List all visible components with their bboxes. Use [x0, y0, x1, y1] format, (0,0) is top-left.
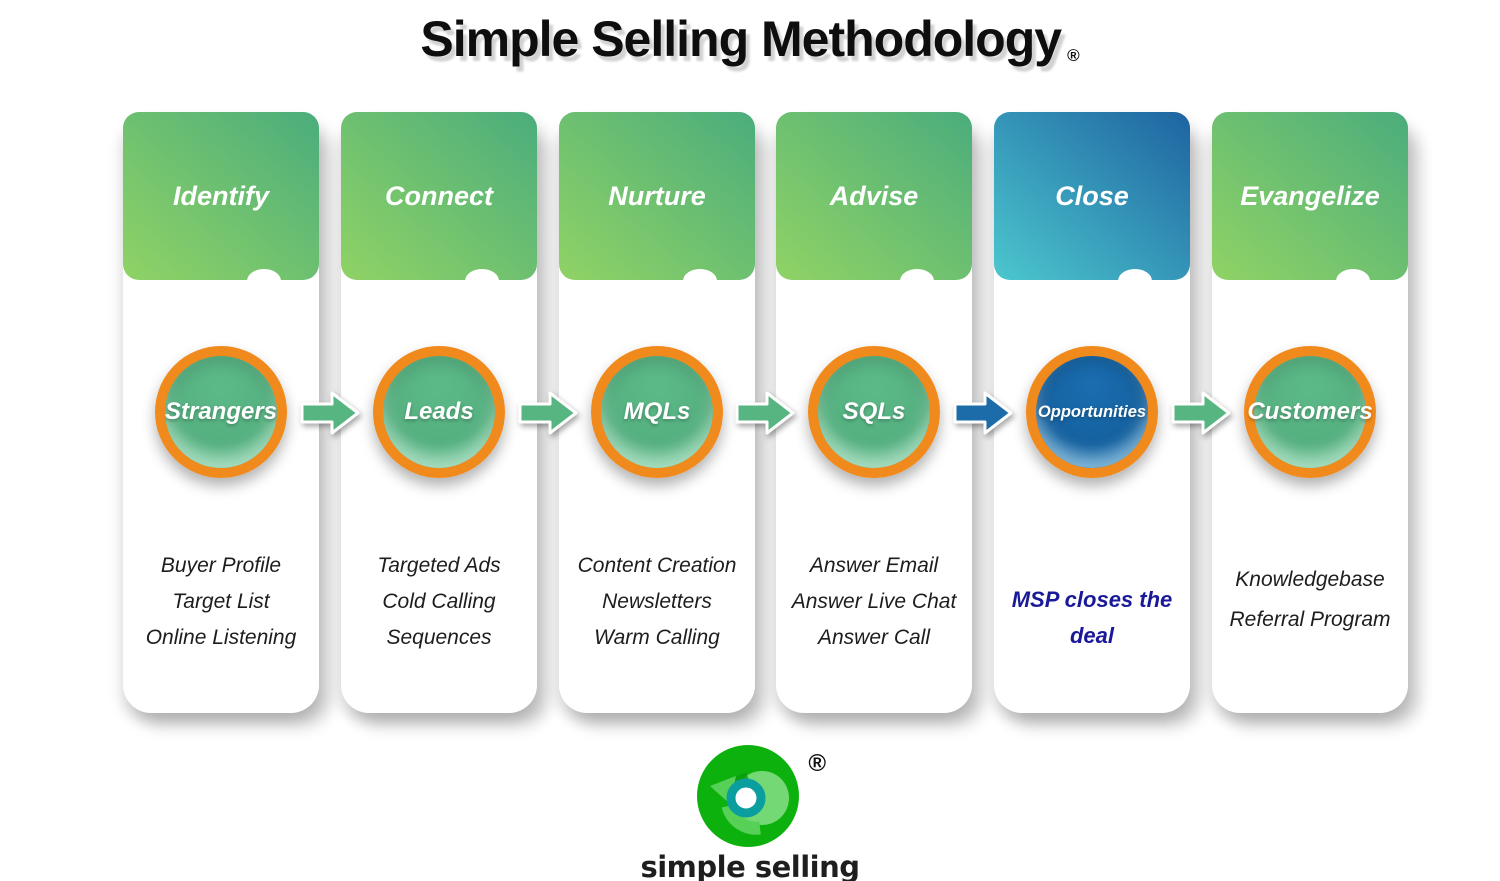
stage-items-identify: Buyer Profile Target List Online Listeni…	[129, 548, 313, 656]
stage-header-advise: Advise	[776, 112, 972, 293]
stage-header-close: Close	[994, 112, 1190, 293]
stage-title: Identify	[172, 180, 269, 211]
stage-circle-sqls: SQLs	[808, 346, 940, 478]
stage-column-advise: Advise SQLs Answer Email Answer Live Cha…	[776, 112, 972, 713]
stage-column-nurture: Nurture MQLs Content Creation Newsletter…	[559, 112, 755, 713]
stage-title: Nurture	[608, 180, 706, 211]
page-title-text: Simple Selling Methodology	[420, 11, 1062, 67]
stage-item: Answer Email	[809, 554, 939, 577]
circle-label: Strangers	[164, 398, 278, 425]
simple-selling-logo: ® simple selling	[630, 744, 870, 881]
stage-item: Target List	[172, 590, 270, 613]
stage-column-evangelize: Evangelize Customers Knowledgebase Refer…	[1212, 112, 1408, 713]
stage-item: Cold Calling	[382, 590, 496, 613]
stage-items-nurture: Content Creation Newsletters Warm Callin…	[565, 548, 749, 656]
stage-title: Connect	[385, 180, 493, 211]
stage-item: Content Creation	[577, 554, 737, 577]
stage-circle-mqls: MQLs	[591, 346, 723, 478]
stage-item: Newsletters	[602, 590, 712, 613]
stage-item: Answer Live Chat	[791, 590, 957, 613]
stage-circle-leads: Leads	[373, 346, 505, 478]
stage-title: Advise	[829, 180, 919, 211]
header-notch	[465, 269, 500, 293]
logo-mark-row: ®	[630, 744, 870, 848]
header-notch	[683, 269, 718, 293]
stage-header-nurture: Nurture	[559, 112, 755, 293]
header-notch	[247, 269, 282, 293]
circle-label: MQLs	[623, 398, 691, 425]
stage-item: Answer Call	[817, 626, 931, 649]
stage-items-close: MSP closes the deal	[1000, 548, 1184, 654]
stage-items-connect: Targeted Ads Cold Calling Sequences	[347, 548, 531, 656]
circle-label: Leads	[404, 398, 474, 425]
stage-circle-customers: Customers	[1244, 346, 1376, 478]
page-title: Simple Selling Methodology ®	[0, 0, 1500, 78]
registered-trademark-icon: ®	[1067, 46, 1080, 65]
circle-label: Customers	[1247, 398, 1373, 425]
stage-circle-strangers: Strangers	[155, 346, 287, 478]
stage-header-identify: Identify	[123, 112, 319, 293]
header-notch	[900, 269, 935, 293]
stage-item: Buyer Profile	[160, 554, 282, 577]
stage-column-identify: Identify Strangers Buyer Profile Target …	[123, 112, 319, 713]
logo-wordmark: simple selling	[640, 850, 860, 881]
stage-header-evangelize: Evangelize	[1212, 112, 1408, 293]
logo-registered-trademark-icon: ®	[808, 750, 826, 777]
header-notch	[1336, 269, 1371, 293]
circle-label: Opportunities	[1037, 402, 1147, 421]
stage-column-close: Close Opportunities MSP closes the deal	[994, 112, 1190, 713]
stage-item: Warm Calling	[594, 626, 720, 649]
arrow-opportunities-to-customers-icon	[1171, 391, 1231, 435]
stage-items-evangelize: Knowledgebase Referral Program	[1218, 548, 1402, 640]
stage-item: MSP closes the deal	[1011, 587, 1173, 648]
simple-selling-logo-icon	[697, 745, 799, 847]
stage-item: Knowledgebase	[1235, 568, 1385, 591]
arrow-strangers-to-leads-icon	[300, 391, 360, 435]
stage-item: Online Listening	[145, 626, 297, 649]
circle-label: SQLs	[842, 398, 906, 425]
stage-item: Sequences	[386, 626, 492, 649]
stage-circle-opportunities: Opportunities	[1026, 346, 1158, 478]
stage-column-connect: Connect Leads Targeted Ads Cold Calling …	[341, 112, 537, 713]
arrow-mqls-to-sqls-icon	[735, 391, 795, 435]
stage-items-advise: Answer Email Answer Live Chat Answer Cal…	[782, 548, 966, 656]
stage-header-connect: Connect	[341, 112, 537, 293]
header-notch	[1118, 269, 1153, 293]
stage-title: Evangelize	[1240, 180, 1380, 211]
stage-item: Targeted Ads	[377, 554, 501, 577]
stage-title: Close	[1055, 180, 1129, 211]
arrow-sqls-to-opportunities-icon	[953, 391, 1013, 435]
stage-item: Referral Program	[1229, 608, 1391, 631]
arrow-leads-to-mqls-icon	[518, 391, 578, 435]
